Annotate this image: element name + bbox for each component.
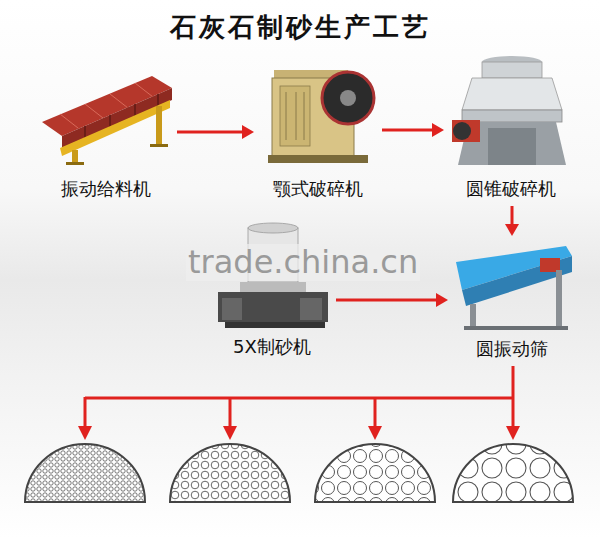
feeder-picture-part [110,94,128,108]
arrow-head [505,224,519,236]
vibrating-screen-picture-part [540,258,560,272]
jaw-crusher-picture-part [296,92,297,140]
output-arrows [78,366,520,440]
machine-name: 颚式破碎机 [258,178,378,200]
flow-arrow [382,129,434,132]
cone-crusher-picture-part [453,122,471,140]
output-arrows-part [368,426,382,440]
cone-crusher-picture-part [452,120,480,142]
feeder-picture-part [109,115,111,127]
feeder-picture-part [135,83,153,97]
machine-node: 振动给料机 [38,62,173,202]
vibrating-screen-picture-part [556,270,562,326]
sand-piles-part [315,444,435,502]
machine-name: 圆锥破碎机 [448,178,573,200]
flow-arrow [177,131,244,134]
jaw-crusher-picture-part [322,72,374,124]
feeder-picture-part [60,114,78,128]
cone-crusher-picture [452,56,566,165]
feeder-picture-part [62,88,172,148]
output-arrows-part [506,426,520,440]
sand-piles [25,444,573,502]
feeder-picture-part [150,144,168,147]
sand-piles-part [25,444,145,502]
output-arrows-part [78,426,92,440]
machine-node: 圆振动筛 [452,240,572,362]
output-arrows-part [374,398,377,428]
jaw-crusher-picture-part [340,90,356,106]
sand-maker-picture-part [225,322,325,328]
feeder-picture [42,76,172,165]
output-arrows-part [512,366,515,398]
diagram-title: 石灰石制砂生产工艺 [0,10,600,45]
feeder-picture-part [85,104,103,118]
jaw-crusher-picture-part [304,92,305,140]
machine-node: 5X制砂机 [212,222,332,360]
vibrating-screen-picture-part [470,304,476,328]
sand-piles-part [170,444,290,502]
vibrating-screen-picture [456,246,572,330]
sand-piles-part [315,444,435,502]
output-arrows-part [512,398,515,428]
sand-piles-part [453,444,573,502]
output-arrows-part [84,397,87,428]
feeder-picture-part [66,162,84,165]
cone-crusher-picture-part [462,78,562,110]
sand-piles-part [170,444,290,502]
sand-piles-part [453,444,573,502]
jaw-crusher-picture-part [268,155,368,163]
arrow-head [436,293,448,307]
jaw-crusher-picture-part [286,92,287,140]
watermark: trade.china.cn [186,244,420,281]
arrow-head [432,123,444,137]
flow-arrow [511,206,514,226]
vibrating-screen-picture-part [464,326,568,330]
sand-piles-part [25,444,145,502]
output-arrows-part [229,398,232,428]
flow-arrow [336,299,438,302]
sand-maker-picture-part [222,298,242,320]
arrow-head [242,125,254,139]
feeder-picture-part [156,106,162,146]
feeder-picture-part [72,150,78,164]
machine-name: 振动给料机 [38,178,173,200]
feeder-picture-part [157,94,159,106]
cone-crusher-picture-part [488,128,536,165]
feeder-picture-part [134,104,136,116]
sand-maker-picture-part [300,298,322,320]
machine-name: 圆振动筛 [452,338,572,360]
output-arrows-part [223,426,237,440]
vibrating-screen-picture-part [462,256,572,306]
feeder-picture-part [84,126,86,138]
output-arrows-part [85,397,514,400]
sand-maker-picture-part [248,223,298,233]
machine-name: 5X制砂机 [212,336,332,358]
machine-node: 圆锥破碎机 [448,52,573,202]
sand-maker-picture-part [240,282,306,292]
jaw-crusher-picture-part [280,86,310,146]
cone-crusher-picture-part [482,62,542,78]
feeder-picture-part [60,100,170,156]
machine-node: 颚式破碎机 [258,58,378,202]
sand-maker-picture-part [218,292,328,322]
jaw-crusher-picture [268,70,374,163]
